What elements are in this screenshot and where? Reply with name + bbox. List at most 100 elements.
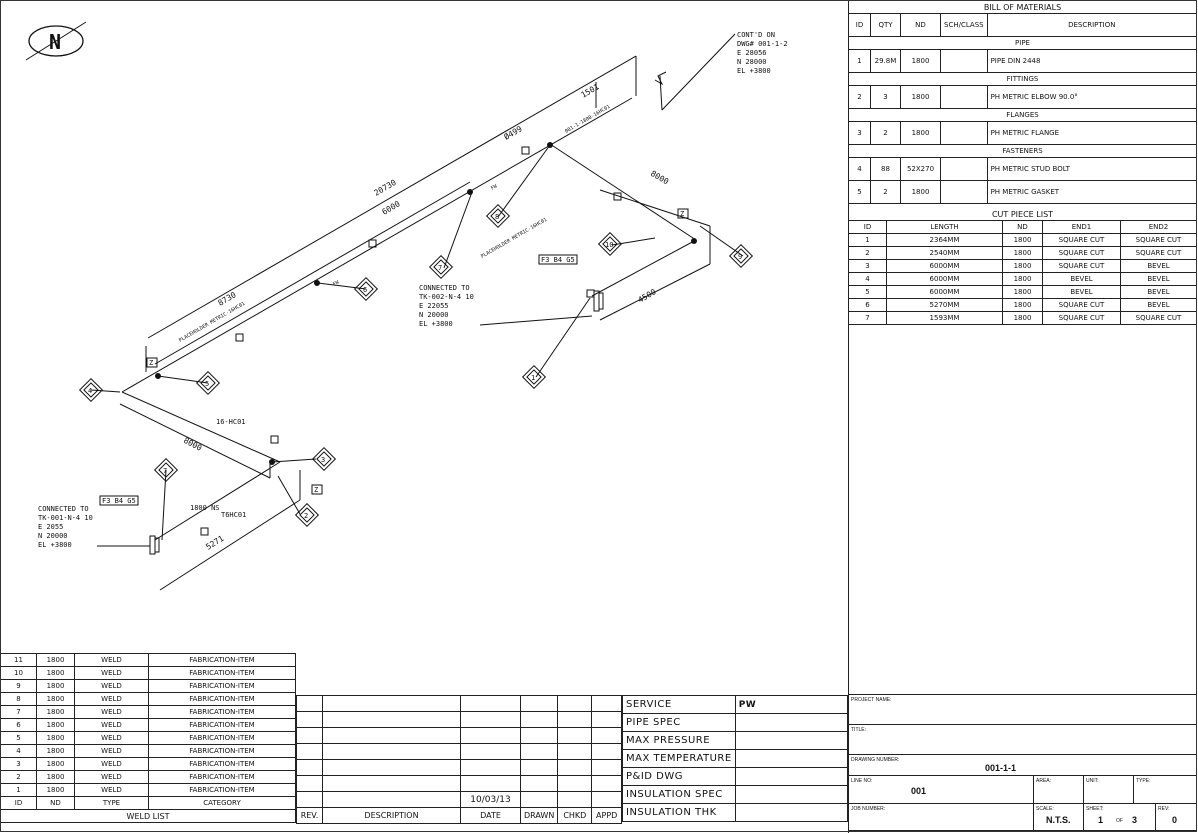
- cpl-cell-length: 6000MM: [886, 259, 1003, 273]
- cpl-cell-nd: 1800: [1002, 311, 1043, 325]
- bom-cell: [940, 180, 988, 204]
- cpl-cell-end1: SQUARE CUT: [1042, 298, 1121, 312]
- cpl-cell-end2: SQUARE CUT: [1120, 233, 1197, 247]
- bom-cell: 1: [848, 49, 871, 73]
- bom-cell: PIPE DIN 2448: [986, 49, 1198, 73]
- tag-5-label: 5: [205, 380, 209, 388]
- revision-date: 10/03/13: [460, 791, 521, 808]
- weld-cell-id: 11: [0, 653, 37, 667]
- weld-cell-type: WELD: [74, 744, 149, 758]
- cpl-cell-end1: SQUARE CUT: [1042, 311, 1121, 325]
- weld-cell-nd: 1800: [36, 744, 75, 758]
- weld-cell-id: 7: [0, 705, 37, 719]
- weld-title: WELD LIST: [0, 809, 296, 823]
- weld-cell-nd: 1800: [36, 705, 75, 719]
- bom-section-fittings: FITTINGS: [848, 72, 1197, 86]
- bom-cell: PH METRIC ELBOW 90.0°: [986, 85, 1198, 109]
- conn-mid-line-4: N 20000: [419, 311, 449, 319]
- tb-type-label: TYPE:: [1136, 778, 1151, 784]
- weld-cell-cat: FABRICATION-ITEM: [148, 666, 296, 680]
- tb-title-row: TITLE:: [849, 725, 1196, 755]
- north-label: N: [49, 30, 61, 54]
- weld-cell-cat: FABRICATION-ITEM: [148, 744, 296, 758]
- tag-3: [311, 446, 337, 472]
- weld-cell-nd: 1800: [36, 718, 75, 732]
- cpl-cell-end2: BEVEL: [1120, 259, 1197, 273]
- dim-4500: 4500: [637, 287, 658, 305]
- cpl-header-id: ID: [848, 220, 887, 234]
- bom-section-fasteners: FASTENERS: [848, 144, 1197, 158]
- weld-cell-type: WELD: [74, 653, 149, 667]
- bom-section-pipe: PIPE: [848, 36, 1197, 50]
- weld-header-nd: ND: [36, 796, 75, 810]
- tb-project-row: PROJECT NAME:: [849, 695, 1196, 725]
- cpl-cell-end1: SQUARE CUT: [1042, 246, 1121, 260]
- z-label-1: Z: [149, 359, 153, 367]
- cpl-header-end1: END1: [1042, 220, 1121, 234]
- conn-left-line-2: TK-001-N-4 10: [38, 514, 93, 522]
- cpl-cell-end2: BEVEL: [1120, 298, 1197, 312]
- bom-header-nd: ND: [900, 13, 941, 37]
- param-service-value: PW: [734, 695, 849, 714]
- dim-499: Ø499: [502, 123, 524, 141]
- conn-left-line-4: N 20000: [38, 532, 68, 540]
- f3b4g5-label-b: F3 B4 G5: [102, 497, 136, 505]
- cpl-cell-nd: 1800: [1002, 298, 1043, 312]
- cpl-cell-end2: BEVEL: [1120, 285, 1197, 299]
- cpl-cell-nd: 1800: [1002, 285, 1043, 299]
- cpl-cell-id: 5: [848, 285, 887, 299]
- weld-cell-nd: 1800: [36, 770, 75, 784]
- tb-job-number-label: JOB NUMBER:: [851, 806, 886, 812]
- cpl-header-end2: END2: [1120, 220, 1197, 234]
- param-pid-dwg: P&ID DWG: [622, 767, 736, 786]
- tb-job-row: JOB NUMBER: SCALE: N.T.S. SHEET: 1 OF 3 …: [849, 804, 1196, 832]
- pipe-lower-run: [121, 391, 281, 463]
- bom-cell: PH METRIC FLANGE: [986, 121, 1198, 145]
- tb-area-label: AREA:: [1036, 778, 1052, 784]
- pipe-main-run: [121, 97, 633, 393]
- tb-project-name-label: PROJECT NAME:: [851, 697, 892, 703]
- tb-sheet-of: OF: [1116, 818, 1123, 824]
- z-label-2: Z: [314, 486, 318, 494]
- weld-cell-type: WELD: [74, 757, 149, 771]
- weld-cell-id: 10: [0, 666, 37, 680]
- weld-cell-type: WELD: [74, 705, 149, 719]
- cpl-header-nd: ND: [1002, 220, 1043, 234]
- tag-2-label: 2: [304, 512, 308, 520]
- bom-cell: 4: [848, 157, 871, 181]
- rev-header-rev: REV.: [296, 807, 323, 824]
- tb-rev-label: REV:: [1158, 806, 1170, 812]
- north-arrow: N: [25, 21, 87, 61]
- weld-cell-nd: 1800: [36, 783, 75, 797]
- weld-cell-nd: 1800: [36, 692, 75, 706]
- label-16hc01: 16-HC01: [216, 418, 246, 426]
- cpl-cell-id: 2: [848, 246, 887, 260]
- tag-1-label: 1: [531, 374, 535, 382]
- weld-header-id: ID: [0, 796, 37, 810]
- rev-header-date: DATE: [460, 807, 521, 824]
- spec-label-3: PLACEHOLDER METRIC-16HC01: [480, 217, 548, 260]
- bom-cell: 3: [848, 121, 871, 145]
- cpl-cell-nd: 1800: [1002, 272, 1043, 286]
- contd-line-2: DWG# 001-1-2: [737, 40, 788, 48]
- tb-sheet-label: SHEET:: [1086, 806, 1104, 812]
- tb-scale-label: SCALE:: [1036, 806, 1054, 812]
- z-label-3: Z: [680, 210, 684, 218]
- param-max-pressure: MAX PRESSURE: [622, 731, 736, 750]
- dim-20730: 20730: [373, 178, 399, 198]
- weld-cell-type: WELD: [74, 783, 149, 797]
- tag-10: [597, 231, 623, 257]
- bom-cell: [940, 121, 988, 145]
- conn-left-line-5: EL +3800: [38, 541, 72, 549]
- weld-cell-id: 3: [0, 757, 37, 771]
- cpl-header-length: LENGTH: [886, 220, 1003, 234]
- bom-cell: 88: [870, 157, 901, 181]
- cpl-cell-length: 6000MM: [886, 272, 1003, 286]
